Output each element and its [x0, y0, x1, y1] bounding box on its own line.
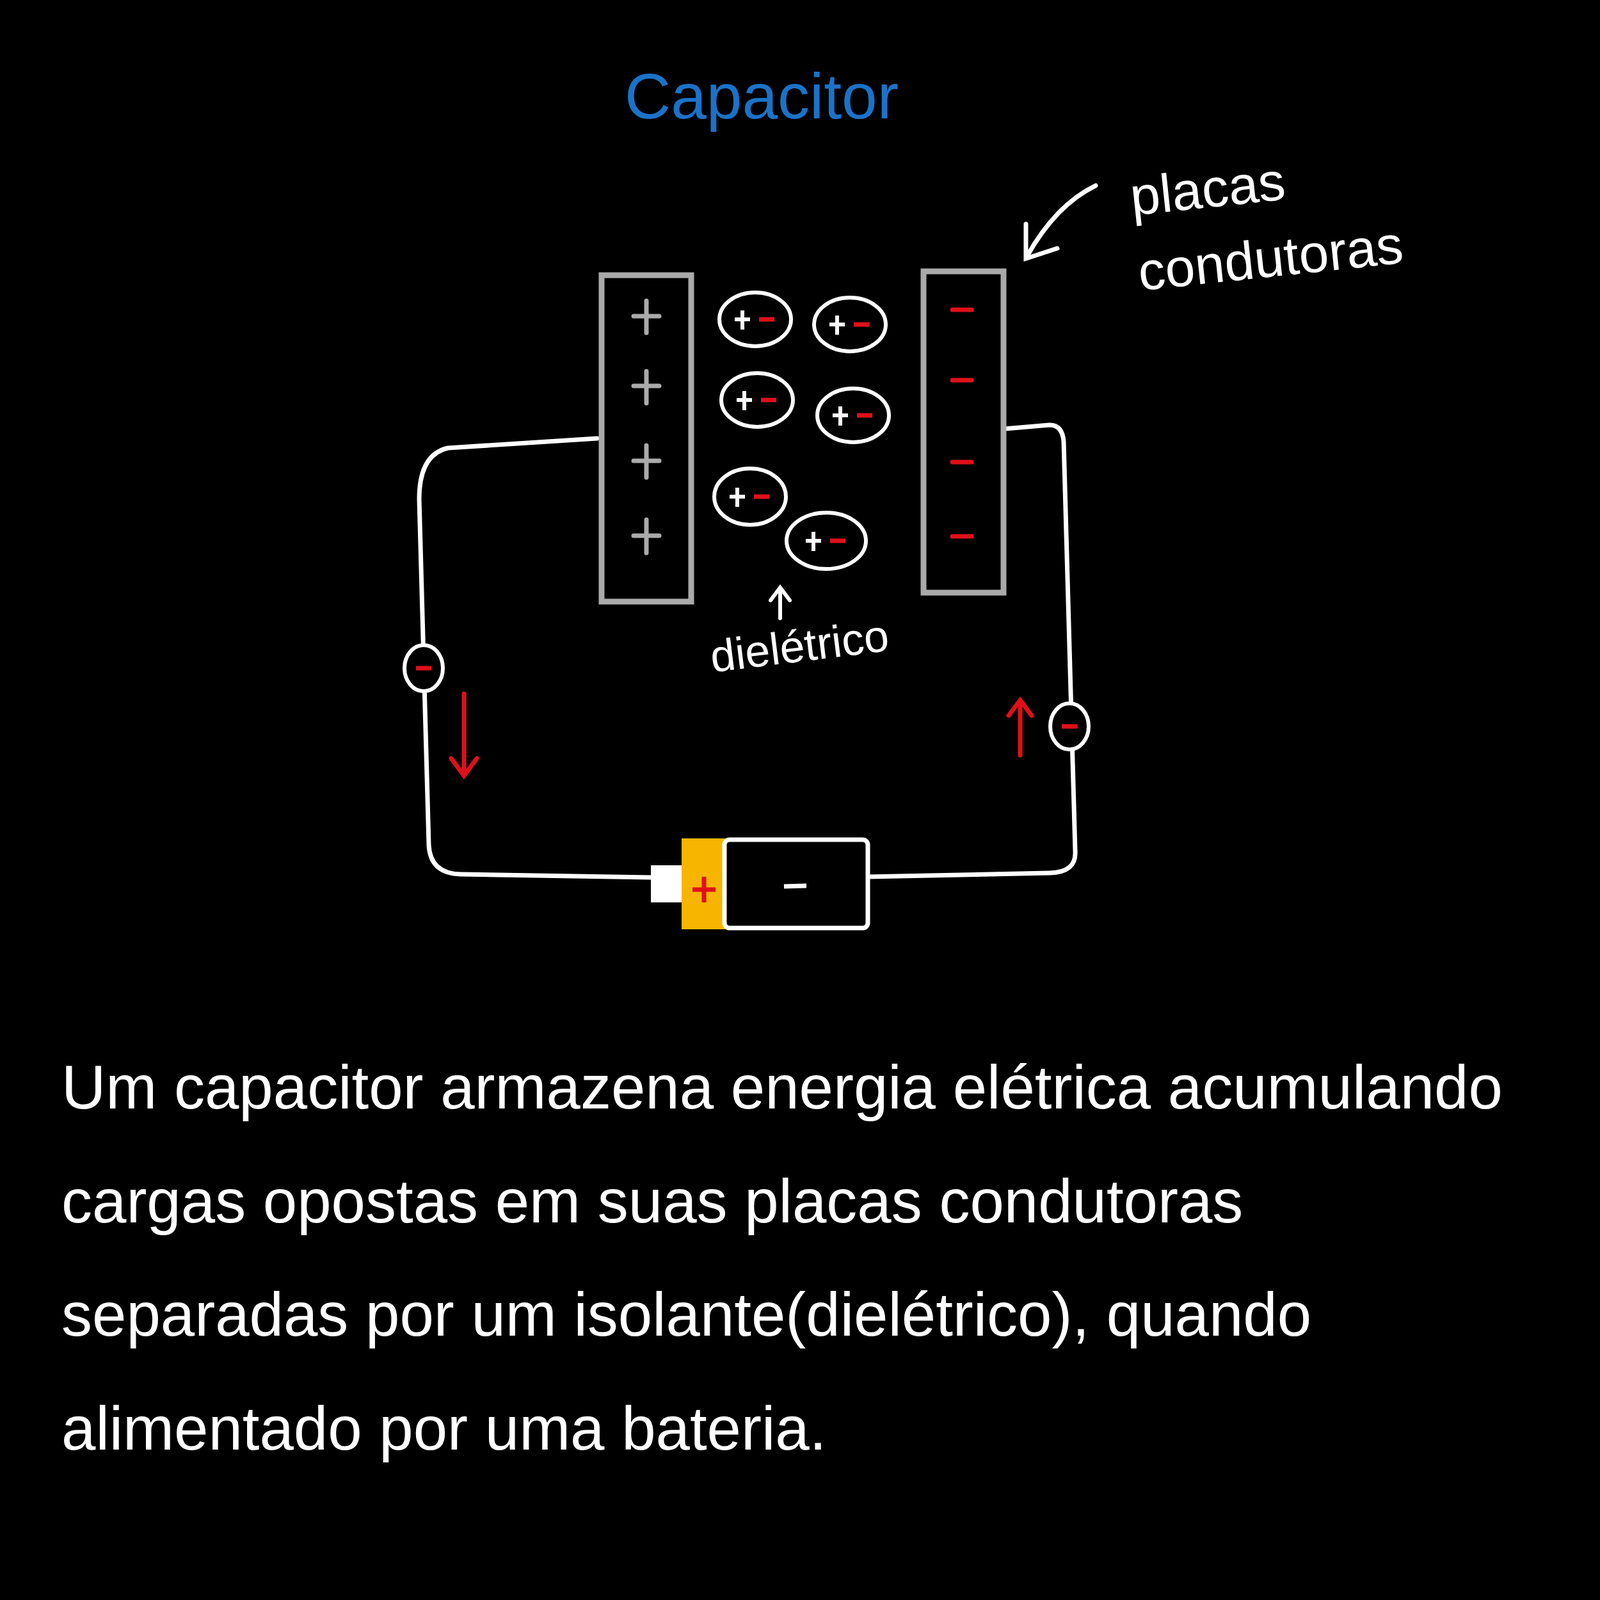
electron [1050, 703, 1089, 750]
current-arrow [451, 693, 1032, 776]
plates-label: placas condutoras [1126, 124, 1487, 310]
leader-arrow [770, 587, 790, 619]
battery-symbol [650, 838, 868, 930]
dielectric-dipoles [714, 292, 889, 569]
positive-charges [633, 300, 660, 553]
conductor-plate [601, 275, 692, 602]
caption: Um capacitor armazena energia elétrica a… [61, 1030, 1534, 1485]
title: Capacitor [576, 57, 948, 135]
negative-charges [952, 309, 972, 537]
electron [404, 645, 443, 692]
conductor-plate [923, 271, 1004, 593]
leader-arrow [1025, 185, 1096, 259]
dielectric-label: dielétrico [707, 597, 981, 685]
